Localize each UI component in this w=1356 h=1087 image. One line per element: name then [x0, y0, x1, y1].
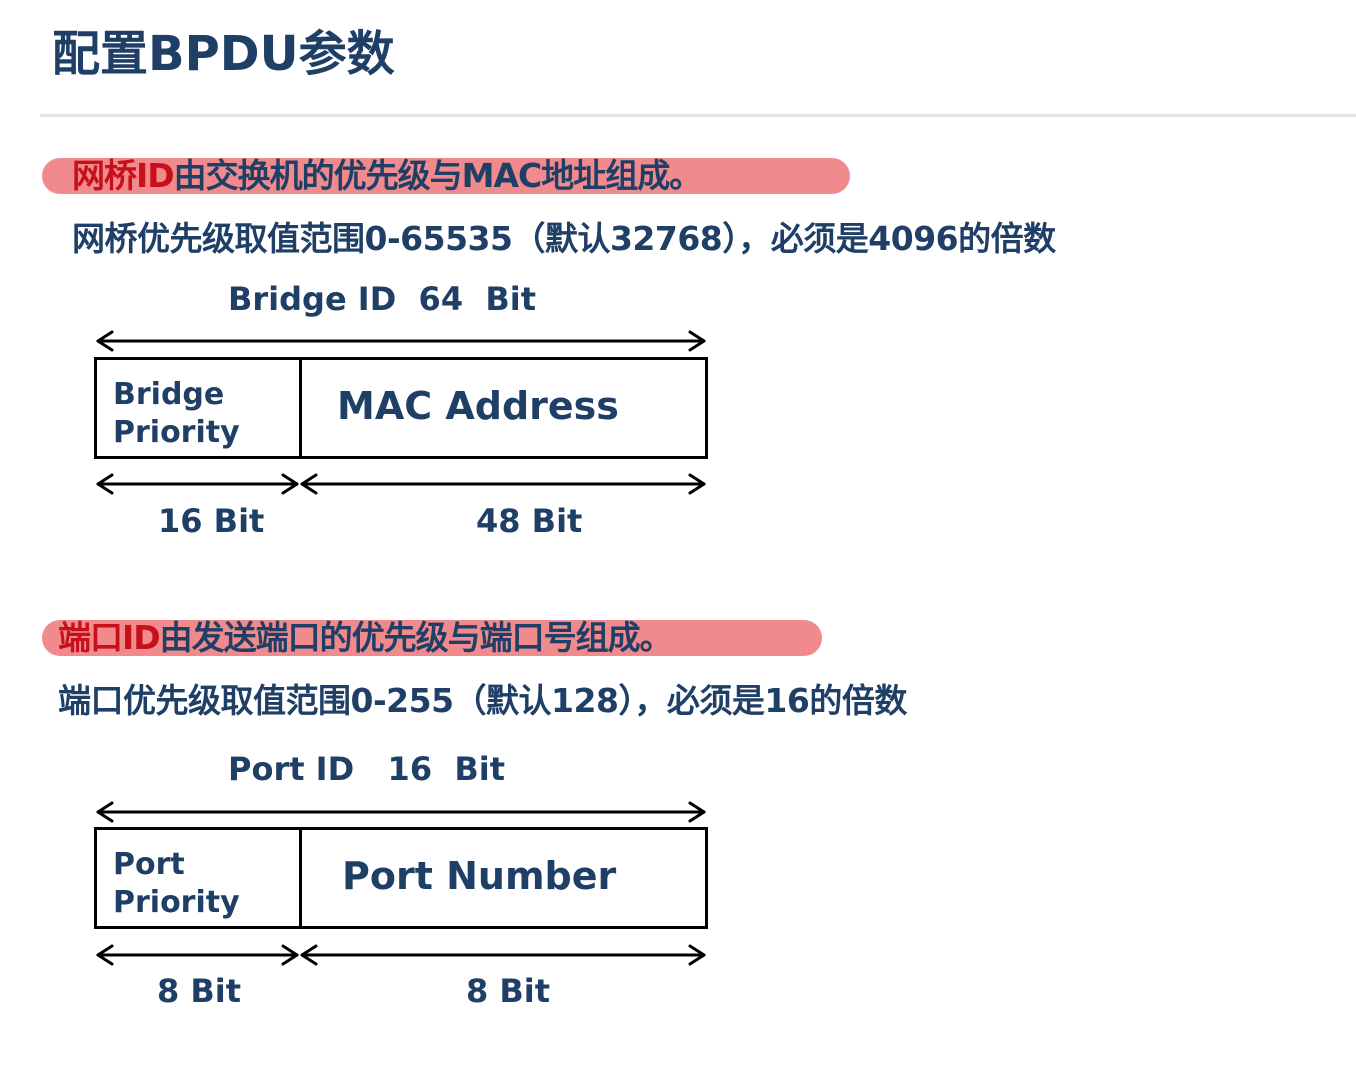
port-id-keyword: 端口ID [58, 618, 161, 657]
port-number-field: Port Number [342, 854, 617, 898]
port-priority-width-arrow [96, 944, 299, 966]
bridge-id-keyword: 网桥ID [72, 156, 175, 195]
port-field-divider [299, 830, 302, 926]
port-id-highlight: 端口ID由发送端口的优先级与端口号组成。 [42, 620, 822, 656]
port-priority-field: Port Priority [113, 846, 240, 922]
bridge-priority-width-arrow [96, 473, 299, 495]
bridge-priority-range: 网桥优先级取值范围0-65535（默认32768），必须是4096的倍数 [72, 219, 1056, 258]
port-priority-line2: Priority [113, 885, 240, 920]
bridge-field-divider [299, 360, 302, 456]
bridge-priority-line2: Priority [113, 415, 240, 450]
port-number-bits: 8 Bit [466, 972, 551, 1010]
port-id-field-diagram: Port Priority Port Number [94, 827, 708, 929]
page-title: 配置BPDU参数 [52, 26, 395, 82]
bridge-id-description: 由交换机的优先级与MAC地址组成。 [173, 156, 703, 195]
port-id-description: 由发送端口的优先级与端口号组成。 [159, 618, 673, 657]
bridge-id-highlight: 网桥ID由交换机的优先级与MAC地址组成。 [42, 158, 850, 194]
bridge-priority-line1: Bridge [113, 377, 225, 412]
port-priority-bits: 8 Bit [157, 972, 242, 1010]
port-id-total-label: Port ID 16 Bit [228, 750, 506, 788]
port-priority-range: 端口优先级取值范围0-255（默认128），必须是16的倍数 [58, 681, 907, 720]
port-number-width-arrow [300, 944, 706, 966]
bridge-id-total-arrow [96, 330, 706, 352]
port-id-total-arrow [96, 801, 706, 823]
bridge-priority-bits: 16 Bit [158, 502, 265, 540]
mac-address-width-arrow [300, 473, 706, 495]
title-divider [40, 114, 1356, 117]
port-priority-line1: Port [113, 847, 185, 882]
mac-address-bits: 48 Bit [476, 502, 583, 540]
bridge-priority-field: Bridge Priority [113, 376, 240, 452]
bridge-id-total-label: Bridge ID 64 Bit [228, 280, 537, 318]
mac-address-field: MAC Address [337, 384, 619, 428]
bridge-id-field-diagram: Bridge Priority MAC Address [94, 357, 708, 459]
